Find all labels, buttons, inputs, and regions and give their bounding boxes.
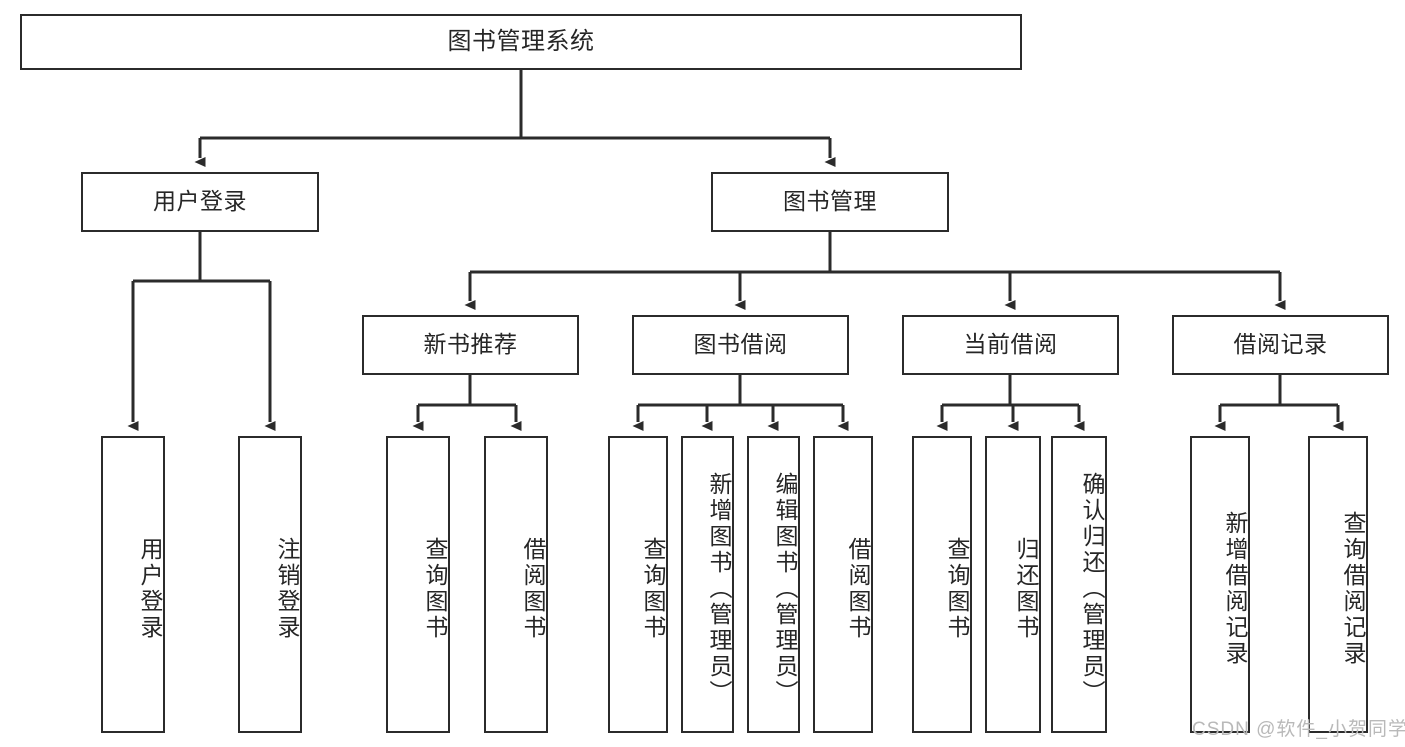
leaf-add-borrow-record[interactable]: 新增借阅记录 bbox=[1190, 436, 1250, 733]
node-new-book-recommend[interactable]: 新书推荐 bbox=[362, 315, 579, 375]
node-borrow-record-label: 借阅记录 bbox=[1233, 331, 1328, 358]
leaf-return-book-label: 归还图书 bbox=[1013, 536, 1039, 641]
leaf-query-book-borrow-label: 查询图书 bbox=[640, 536, 666, 641]
leaf-return-book[interactable]: 归还图书 bbox=[985, 436, 1041, 733]
leaf-add-borrow-record-label: 新增借阅记录 bbox=[1222, 510, 1248, 667]
leaf-user-login-label: 用户登录 bbox=[137, 536, 163, 641]
leaf-user-login[interactable]: 用户登录 bbox=[101, 436, 165, 733]
leaf-query-borrow-record-label: 查询借阅记录 bbox=[1340, 510, 1366, 667]
leaf-query-book-current[interactable]: 查询图书 bbox=[912, 436, 972, 733]
leaf-add-book[interactable]: 新增图书（管理员） bbox=[681, 436, 734, 733]
leaf-confirm-return-label: 确认归还（管理员） bbox=[1079, 471, 1105, 706]
leaf-borrow-book-recommend-label: 借阅图书 bbox=[520, 536, 546, 641]
node-root[interactable]: 图书管理系统 bbox=[20, 14, 1022, 70]
csdn-watermark: CSDN @软件_小贺同学 bbox=[1192, 719, 1405, 740]
node-new-book-recommend-label: 新书推荐 bbox=[423, 331, 518, 358]
node-book-borrow-label: 图书借阅 bbox=[693, 331, 788, 358]
leaf-query-book-recommend-label: 查询图书 bbox=[422, 536, 448, 641]
leaf-query-book-recommend[interactable]: 查询图书 bbox=[386, 436, 450, 733]
leaf-borrow-book-label: 借阅图书 bbox=[845, 536, 871, 641]
leaf-edit-book-label: 编辑图书（管理员） bbox=[772, 471, 798, 706]
node-book-manage-label: 图书管理 bbox=[783, 188, 877, 215]
node-current-borrow-label: 当前借阅 bbox=[963, 331, 1058, 358]
leaf-confirm-return[interactable]: 确认归还（管理员） bbox=[1051, 436, 1107, 733]
leaf-logout[interactable]: 注销登录 bbox=[238, 436, 302, 733]
leaf-edit-book[interactable]: 编辑图书（管理员） bbox=[747, 436, 800, 733]
node-current-borrow[interactable]: 当前借阅 bbox=[902, 315, 1119, 375]
node-user-login-label: 用户登录 bbox=[153, 188, 247, 215]
leaf-borrow-book-recommend[interactable]: 借阅图书 bbox=[484, 436, 548, 733]
node-borrow-record[interactable]: 借阅记录 bbox=[1172, 315, 1389, 375]
leaf-logout-label: 注销登录 bbox=[274, 536, 300, 641]
node-book-manage[interactable]: 图书管理 bbox=[711, 172, 949, 232]
leaf-query-borrow-record[interactable]: 查询借阅记录 bbox=[1308, 436, 1368, 733]
leaf-add-book-label: 新增图书（管理员） bbox=[706, 471, 732, 706]
leaf-borrow-book[interactable]: 借阅图书 bbox=[813, 436, 873, 733]
leaf-query-book-current-label: 查询图书 bbox=[944, 536, 970, 641]
node-user-login[interactable]: 用户登录 bbox=[81, 172, 319, 232]
node-book-borrow[interactable]: 图书借阅 bbox=[632, 315, 849, 375]
leaf-query-book-borrow[interactable]: 查询图书 bbox=[608, 436, 668, 733]
node-root-label: 图书管理系统 bbox=[447, 27, 595, 55]
